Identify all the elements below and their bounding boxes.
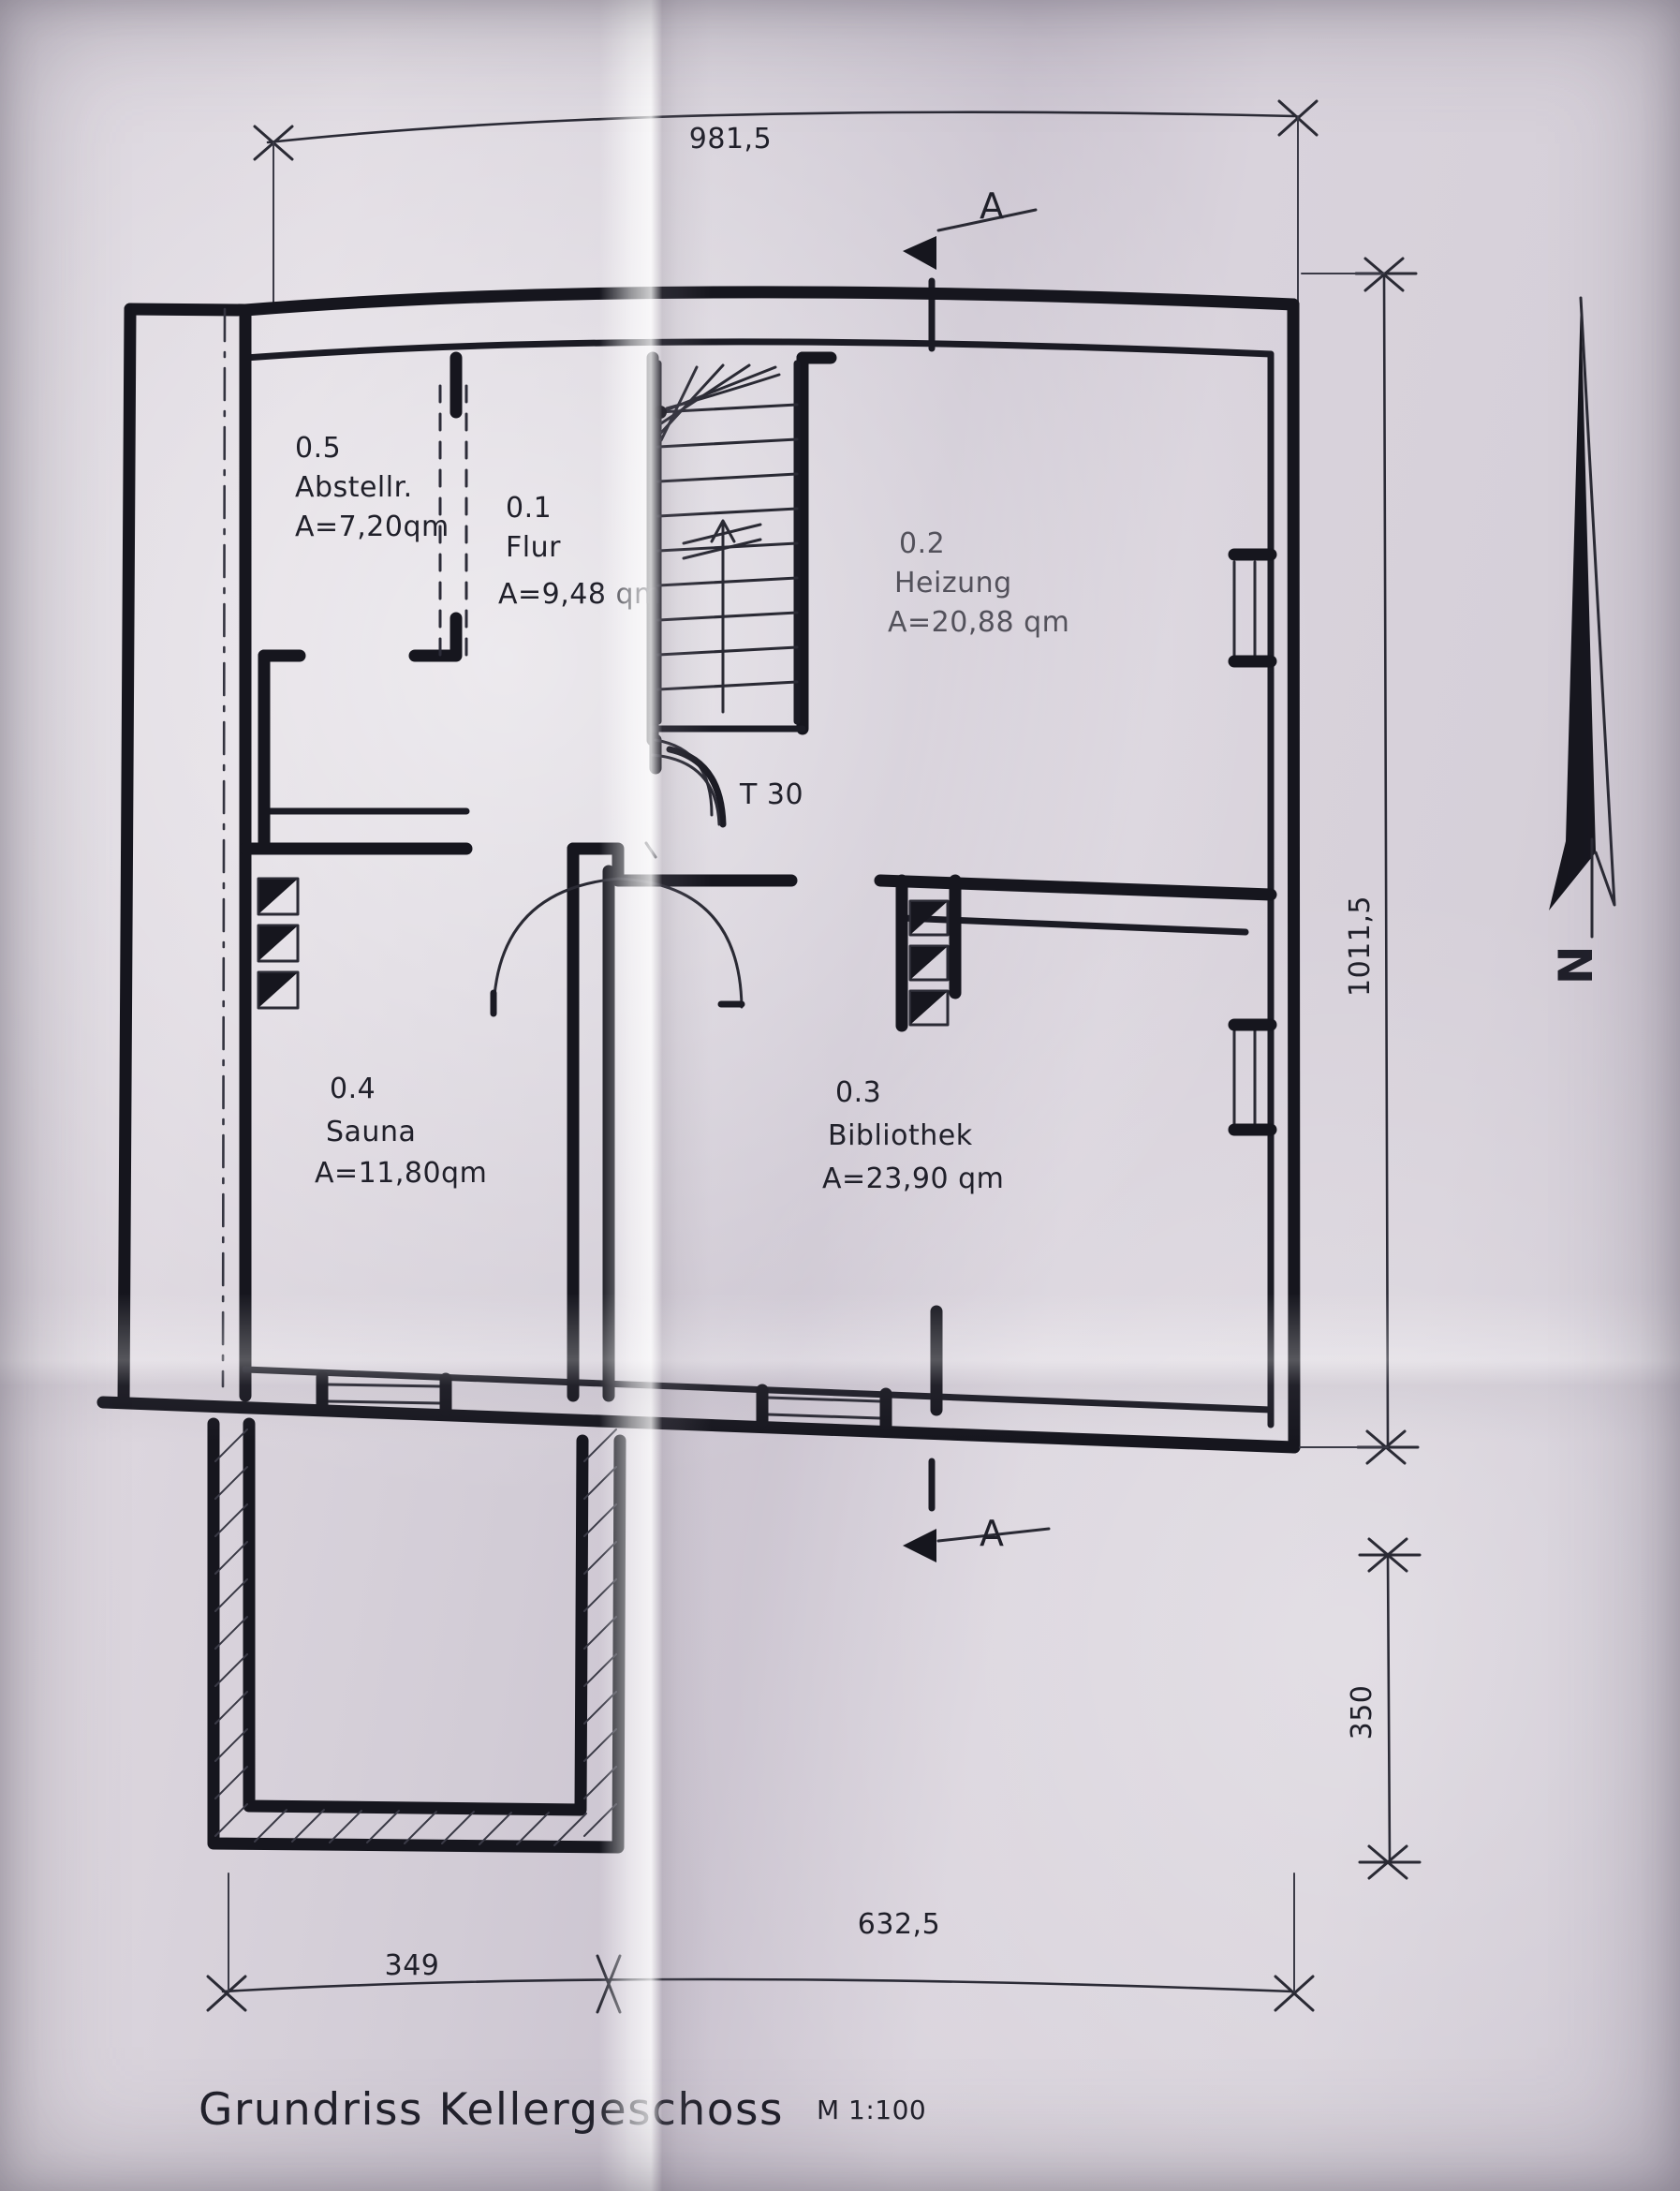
svg-text:A=20,88 qm: A=20,88 qm [888,606,1069,639]
centerline-west [221,307,227,1388]
svg-text:A=9,48 qm: A=9,48 qm [498,578,662,611]
dimension-right-lower-label: 350 [1346,1685,1378,1740]
svg-text:0.1: 0.1 [506,492,552,525]
light-well-icon [908,989,950,1027]
south-hatched-structure [207,1417,626,1854]
svg-text:Heizung: Heizung [894,567,1012,600]
north-label: N [1549,945,1603,984]
light-well-icon [257,877,300,916]
dimension-top-label: 981,5 [689,123,772,155]
svg-text:A=7,20qm: A=7,20qm [295,511,449,543]
dimension-bottom [206,1873,1315,2014]
section-mark-a-bottom [903,1458,1051,1562]
light-well-icon [908,899,950,937]
svg-text:A=11,80qm: A=11,80qm [315,1157,487,1190]
drawing-title: Grundriss Kellergeschoss [199,2084,784,2136]
dimension-bottom-right-label: 632,5 [858,1908,940,1941]
windows-south [316,1370,892,1432]
staircase [654,360,801,725]
building-outline [96,286,1301,1454]
room-label-0-3: 0.3 Bibliothek A=23,90 qm [822,1076,1004,1195]
section-label-a-top: A [980,185,1005,227]
svg-text:Bibliothek: Bibliothek [828,1119,973,1152]
drawing-scale: M 1:100 [817,2095,926,2125]
svg-text:0.4: 0.4 [330,1073,376,1105]
room-label-0-4: 0.4 Sauna A=11,80qm [315,1073,487,1190]
light-well-icon [257,970,300,1010]
dimension-top [253,99,1319,310]
dimension-right [1299,257,1422,1880]
svg-text:Sauna: Sauna [326,1116,416,1148]
light-well-group-west [257,877,300,1010]
light-well-icon [257,924,300,963]
north-arrow-icon [1549,296,1616,939]
light-well-group-bibliothek [908,899,950,1027]
room-label-0-2: 0.2 Heizung A=20,88 qm [888,527,1069,639]
svg-text:Abstellr.: Abstellr. [295,471,413,504]
hatch-fill [214,1429,617,1846]
room-label-0-5: 0.5 Abstellr. A=7,20qm [295,432,449,543]
svg-text:0.5: 0.5 [295,432,341,465]
room-label-0-1: 0.1 Flur A=9,48 qm [498,492,662,611]
svg-text:0.3: 0.3 [835,1076,881,1109]
svg-text:0.2: 0.2 [899,527,945,560]
section-mark-a-top [903,208,1038,352]
door-tag-t30: T 30 [739,778,803,811]
svg-text:Flur: Flur [506,531,561,564]
windows-east [1228,548,1277,1136]
section-label-a-bottom: A [980,1513,1005,1554]
light-well-icon [908,944,950,982]
svg-text:A=23,90 qm: A=23,90 qm [822,1162,1004,1195]
dimension-right-upper-label: 1011,5 [1344,896,1377,997]
dimension-bottom-left-label: 349 [385,1949,440,1982]
